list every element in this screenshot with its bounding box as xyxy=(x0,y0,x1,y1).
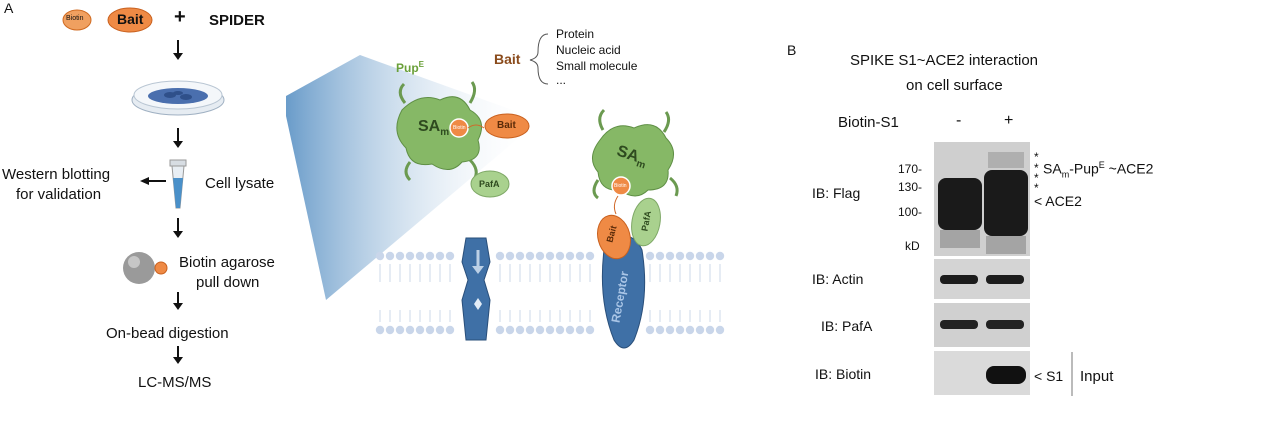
ib-pafa: IB: PafA xyxy=(821,318,873,334)
lane-minus: - xyxy=(956,112,962,129)
tube-icon xyxy=(169,159,187,209)
marker-170: 170- xyxy=(898,162,923,176)
receptor-protein xyxy=(597,197,661,349)
lcms-step: LC-MS/MS xyxy=(138,374,212,391)
western-line2: for validation xyxy=(16,186,102,203)
asterisk-3: * xyxy=(1034,171,1039,185)
asterisk-2: * xyxy=(1034,161,1039,175)
petri-dish xyxy=(131,80,225,116)
bait-blob xyxy=(107,7,153,33)
complex-label: SAm-PupE ~ACE2 xyxy=(1043,160,1154,180)
arrow-4 xyxy=(173,292,183,310)
blot-title-line2: on cell surface xyxy=(906,77,1003,94)
arrow-1 xyxy=(173,40,183,60)
sam-right-biotin: Biotin xyxy=(614,183,627,189)
lane-plus: + xyxy=(1004,112,1014,129)
ib-biotin: IB: Biotin xyxy=(815,366,872,382)
sam-enzyme-right xyxy=(592,108,679,215)
spider-label: SPIDER xyxy=(209,12,265,29)
pafa-left-text: PafA xyxy=(479,179,500,189)
sam-enzyme-left xyxy=(396,81,530,182)
blot-title-line1: SPIKE S1~ACE2 interaction xyxy=(850,52,1039,69)
digestion-step: On-bead digestion xyxy=(106,325,229,342)
asterisk-1: * xyxy=(1034,150,1039,164)
bait-left-text: Bait xyxy=(497,120,516,131)
input-label: Input xyxy=(1080,368,1114,385)
western-line1: Western blotting xyxy=(2,166,111,183)
biotin-text: Biotin xyxy=(66,15,84,22)
bait-type-nucleic: Nucleic acid xyxy=(556,43,621,57)
bait-type-protein: Protein xyxy=(556,27,595,41)
membrane xyxy=(375,251,725,335)
agarose-line1: Biotin agarose xyxy=(179,254,275,271)
channel-protein xyxy=(461,237,491,341)
bait-type-small: Small molecule xyxy=(556,59,638,73)
ace2-label: < ACE2 xyxy=(1034,193,1082,209)
pup-label: PupE xyxy=(396,60,425,75)
sam-left-label: SAm xyxy=(418,118,450,139)
pafa-left xyxy=(470,170,510,198)
kd-label: kD xyxy=(905,239,920,253)
ib-flag: IB: Flag xyxy=(812,185,861,201)
panel-a-label: A xyxy=(4,0,14,16)
bait-type-more: ... xyxy=(556,73,567,87)
agarose-line2: pull down xyxy=(196,274,260,291)
biotin-s1-label: Biotin-S1 xyxy=(838,114,899,131)
arrow-2 xyxy=(173,128,183,148)
biotin-blob xyxy=(62,9,92,31)
panel-b-label: B xyxy=(787,42,797,58)
marker-130: 130- xyxy=(898,180,923,194)
plus-sign: + xyxy=(174,6,186,28)
sam-left-biotin: Biotin xyxy=(453,125,466,131)
arrow-5 xyxy=(173,346,183,364)
asterisk-4: * xyxy=(1034,181,1039,195)
s1-label: < S1 xyxy=(1034,368,1064,384)
bait-text: Bait xyxy=(117,11,144,27)
bait-title: Bait xyxy=(494,51,521,67)
cell-lysate: Cell lysate xyxy=(205,175,275,192)
marker-100: 100- xyxy=(898,205,923,219)
arrow-3 xyxy=(173,218,183,238)
ib-actin: IB: Actin xyxy=(812,271,864,287)
